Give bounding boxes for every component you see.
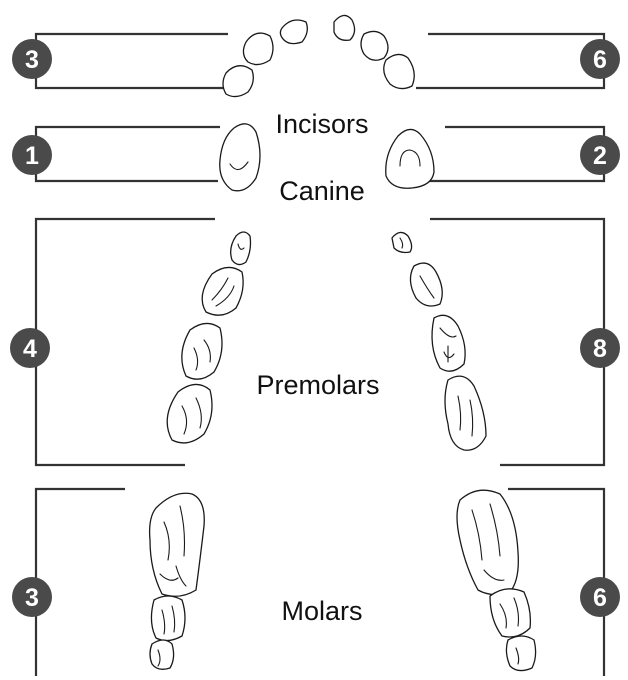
svg-text:6: 6 (593, 46, 607, 74)
badge-premolars-right: 8 (580, 328, 620, 368)
molar-tooth (150, 640, 174, 669)
premolar-teeth-left (167, 232, 250, 443)
canine-tooth (386, 129, 434, 188)
premolar-tooth (167, 384, 212, 442)
incisor-tooth (384, 54, 415, 88)
bracket-canine-right (428, 127, 604, 181)
premolar-teeth-right (392, 232, 486, 450)
svg-text:3: 3 (25, 584, 39, 612)
svg-text:2: 2 (593, 142, 607, 170)
bracket-canine-left (36, 127, 220, 181)
label-incisors: Incisors (275, 109, 368, 139)
molar-tooth (506, 636, 535, 671)
molar-tooth (457, 490, 518, 594)
svg-text:1: 1 (25, 142, 39, 170)
incisor-tooth (280, 20, 307, 44)
badge-premolars-left: 4 (10, 328, 50, 368)
badge-canine-left: 1 (12, 135, 52, 175)
svg-text:4: 4 (23, 335, 37, 363)
svg-text:3: 3 (25, 46, 39, 74)
incisor-tooth (243, 33, 273, 64)
badge-incisors-left: 3 (12, 39, 52, 79)
premolar-tooth (410, 263, 442, 306)
label-molars: Molars (281, 596, 362, 626)
molar-tooth (490, 589, 530, 637)
premolar-tooth (182, 323, 222, 379)
incisor-tooth (223, 66, 253, 97)
molar-teeth-right (457, 490, 536, 670)
premolar-tooth (231, 232, 251, 265)
bracket-incisors-left (36, 34, 228, 88)
svg-text:6: 6 (593, 584, 607, 612)
molar-tooth (151, 596, 185, 641)
incisor-teeth (223, 15, 414, 96)
premolar-tooth (202, 267, 243, 315)
canine-tooth (220, 124, 260, 191)
svg-text:8: 8 (593, 335, 607, 363)
molar-teeth-left (150, 493, 205, 669)
premolar-tooth (445, 376, 486, 450)
label-canine: Canine (279, 176, 365, 206)
premolar-tooth (432, 315, 465, 371)
bracket-molars-left (36, 489, 125, 676)
label-premolars: Premolars (256, 370, 379, 400)
badge-molars-right: 6 (580, 577, 620, 617)
incisor-tooth (334, 15, 355, 40)
badge-incisors-right: 6 (580, 39, 620, 79)
bracket-incisors-right (416, 34, 604, 88)
badge-canine-right: 2 (580, 135, 620, 175)
badge-molars-left: 3 (12, 577, 52, 617)
incisor-tooth (361, 31, 388, 60)
molar-tooth (150, 493, 205, 596)
